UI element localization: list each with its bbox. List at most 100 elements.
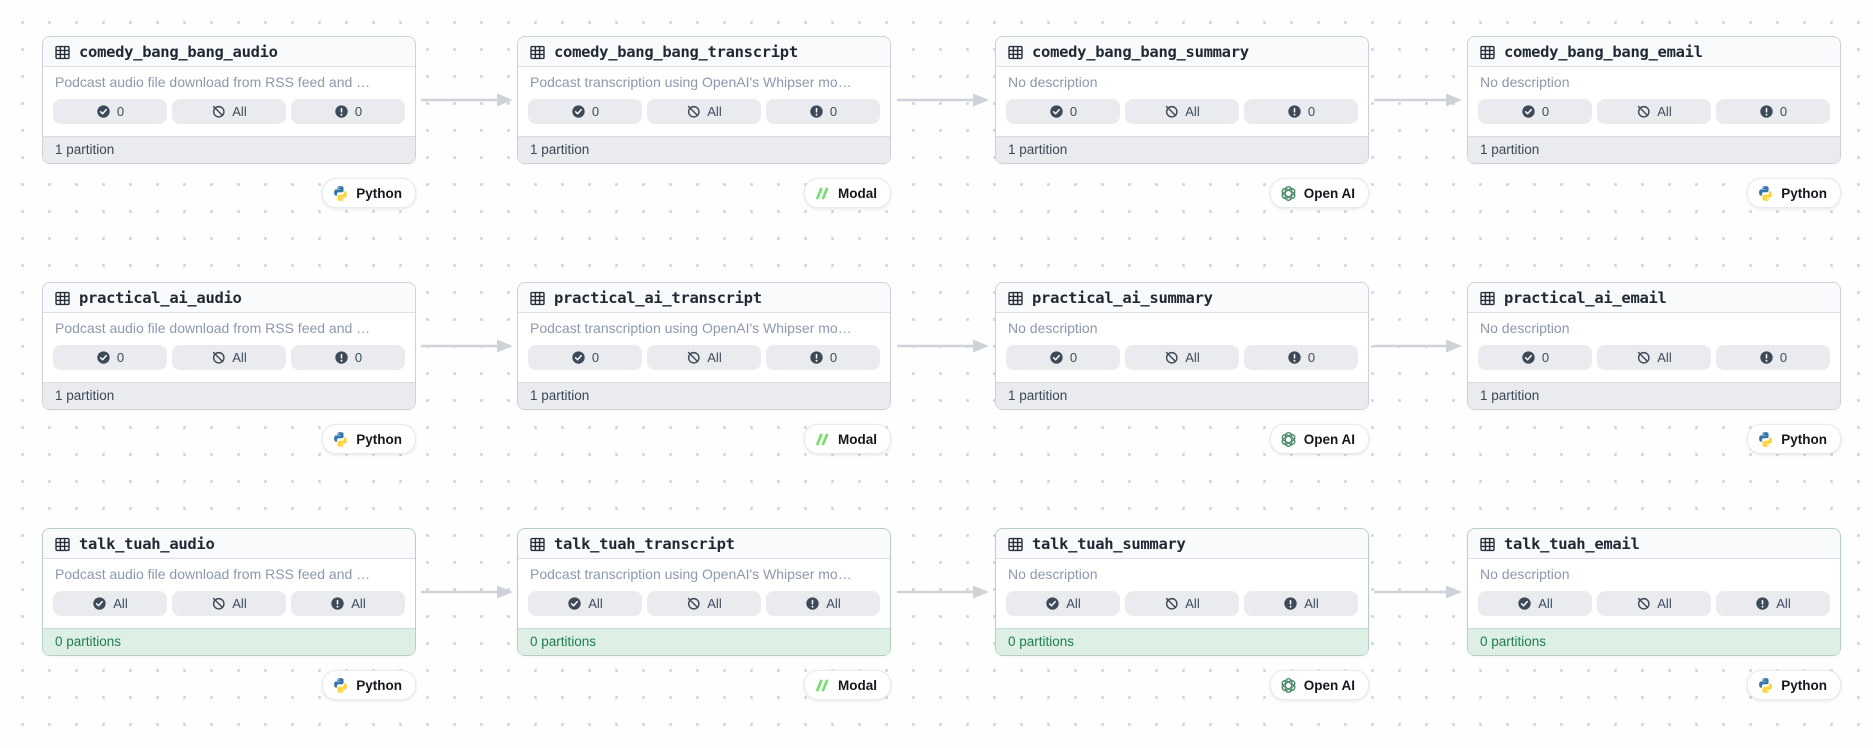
asset-card-talk-tuah-email[interactable]: talk_tuah_email No description All All A… (1467, 528, 1841, 656)
lineage-arrow (421, 339, 513, 353)
asset-card-comedy-bang-bang-email[interactable]: comedy_bang_bang_email No description 0 … (1467, 36, 1841, 164)
kind-tag-label: Python (356, 431, 402, 447)
asset-card-header: comedy_bang_bang_summary (996, 37, 1368, 67)
python-icon (332, 677, 349, 694)
status-pill-materialized: 0 (1006, 98, 1120, 124)
check-status-row: All All All (528, 590, 880, 616)
lineage-arrow (1374, 93, 1462, 107)
asset-card-talk-tuah-audio[interactable]: talk_tuah_audio Podcast audio file downl… (42, 528, 416, 656)
status-pill-value: All (707, 103, 722, 119)
table-icon (1007, 536, 1024, 553)
kind-tag-openai[interactable]: Open AI (1269, 670, 1369, 700)
asset-name: practical_ai_summary (1032, 289, 1213, 307)
modal-icon (814, 431, 831, 448)
status-pill-missing: All (647, 98, 761, 124)
status-pill-value: All (1657, 349, 1672, 365)
status-pill-value: All (232, 349, 247, 365)
table-icon (1007, 290, 1024, 307)
table-icon (54, 44, 71, 61)
modal-icon (814, 185, 831, 202)
kind-tag-label: Python (1781, 677, 1827, 693)
check-status-row: 0 All 0 (528, 344, 880, 370)
partition-count: 1 partition (518, 136, 890, 163)
asset-description: No description (1480, 320, 1570, 336)
ban-circle-icon (1636, 596, 1651, 611)
check-status-row: 0 All 0 (1478, 98, 1830, 124)
kind-tag-modal[interactable]: Modal (804, 670, 891, 700)
check-status-row: 0 All 0 (1006, 344, 1358, 370)
status-pill-failed: 0 (1716, 344, 1830, 370)
asset-card-practical-ai-summary[interactable]: practical_ai_summary No description 0 Al… (995, 282, 1369, 410)
ban-circle-icon (1164, 350, 1179, 365)
status-pill-value: 0 (591, 349, 600, 365)
partition-count: 1 partition (518, 382, 890, 409)
table-icon (1479, 290, 1496, 307)
status-pill-missing: All (1597, 590, 1711, 616)
status-pill-failed: 0 (766, 344, 880, 370)
table-icon (1479, 44, 1496, 61)
asset-card-practical-ai-transcript[interactable]: practical_ai_transcript Podcast transcri… (517, 282, 891, 410)
asset-card-comedy-bang-bang-audio[interactable]: comedy_bang_bang_audio Podcast audio fil… (42, 36, 416, 164)
asset-card-comedy-bang-bang-transcript[interactable]: comedy_bang_bang_transcript Podcast tran… (517, 36, 891, 164)
status-pill-materialized: 0 (528, 98, 642, 124)
asset-card-header: comedy_bang_bang_email (1468, 37, 1840, 67)
status-pill-materialized: 0 (53, 344, 167, 370)
asset-card-practical-ai-email[interactable]: practical_ai_email No description 0 All … (1467, 282, 1841, 410)
asset-card-comedy-bang-bang-summary[interactable]: comedy_bang_bang_summary No description … (995, 36, 1369, 164)
kind-tag-label: Python (1781, 431, 1827, 447)
check-status-row: All All All (1006, 590, 1358, 616)
partition-count: 1 partition (996, 382, 1368, 409)
exclamation-circle-icon (330, 596, 345, 611)
asset-name: comedy_bang_bang_summary (1032, 43, 1249, 61)
kind-tag-modal[interactable]: Modal (804, 424, 891, 454)
kind-tag-python[interactable]: Python (322, 178, 416, 208)
asset-card-talk-tuah-transcript[interactable]: talk_tuah_transcript Podcast transcripti… (517, 528, 891, 656)
partition-count: 0 partitions (996, 628, 1368, 655)
python-icon (332, 431, 349, 448)
asset-card-talk-tuah-summary[interactable]: talk_tuah_summary No description All All… (995, 528, 1369, 656)
lineage-arrow (421, 93, 513, 107)
kind-tag-python[interactable]: Python (1747, 424, 1841, 454)
status-pill-value: All (1066, 595, 1081, 611)
kind-tag-python[interactable]: Python (322, 670, 416, 700)
kind-tag-label: Open AI (1303, 431, 1355, 447)
asset-description: Podcast audio file download from RSS fee… (55, 74, 371, 90)
ban-circle-icon (1164, 596, 1179, 611)
asset-name: talk_tuah_summary (1032, 535, 1186, 553)
status-pill-materialized: All (1006, 590, 1120, 616)
asset-card-header: comedy_bang_bang_audio (43, 37, 415, 67)
asset-description: No description (1008, 566, 1098, 582)
asset-card-practical-ai-audio[interactable]: practical_ai_audio Podcast audio file do… (42, 282, 416, 410)
table-icon (529, 44, 546, 61)
table-icon (54, 536, 71, 553)
kind-tag-python[interactable]: Python (322, 424, 416, 454)
kind-tag-python[interactable]: Python (1747, 670, 1841, 700)
openai-icon (1280, 185, 1297, 202)
asset-name: practical_ai_transcript (554, 289, 762, 307)
kind-tag-label: Python (356, 185, 402, 201)
kind-tag-python[interactable]: Python (1747, 178, 1841, 208)
check-circle-icon (1517, 596, 1532, 611)
check-circle-icon (1521, 104, 1536, 119)
kind-tag-label: Open AI (1303, 677, 1355, 693)
asset-card-header: talk_tuah_email (1468, 529, 1840, 559)
status-pill-value: 0 (1307, 349, 1316, 365)
kind-tag-openai[interactable]: Open AI (1269, 424, 1369, 454)
ban-circle-icon (686, 596, 701, 611)
kind-tag-openai[interactable]: Open AI (1269, 178, 1369, 208)
kind-tag-label: Python (1781, 185, 1827, 201)
status-pill-value: All (113, 595, 128, 611)
kind-tag-modal[interactable]: Modal (804, 178, 891, 208)
status-pill-materialized: 0 (528, 344, 642, 370)
ban-circle-icon (686, 350, 701, 365)
kind-tag-label: Modal (838, 431, 877, 447)
python-icon (1757, 185, 1774, 202)
status-pill-value: All (707, 595, 722, 611)
asset-description: No description (1480, 74, 1570, 90)
status-pill-value: All (1657, 595, 1672, 611)
exclamation-circle-icon (809, 350, 824, 365)
status-pill-materialized: 0 (53, 98, 167, 124)
kind-tag-label: Python (356, 677, 402, 693)
table-icon (54, 290, 71, 307)
check-status-row: 0 All 0 (528, 98, 880, 124)
